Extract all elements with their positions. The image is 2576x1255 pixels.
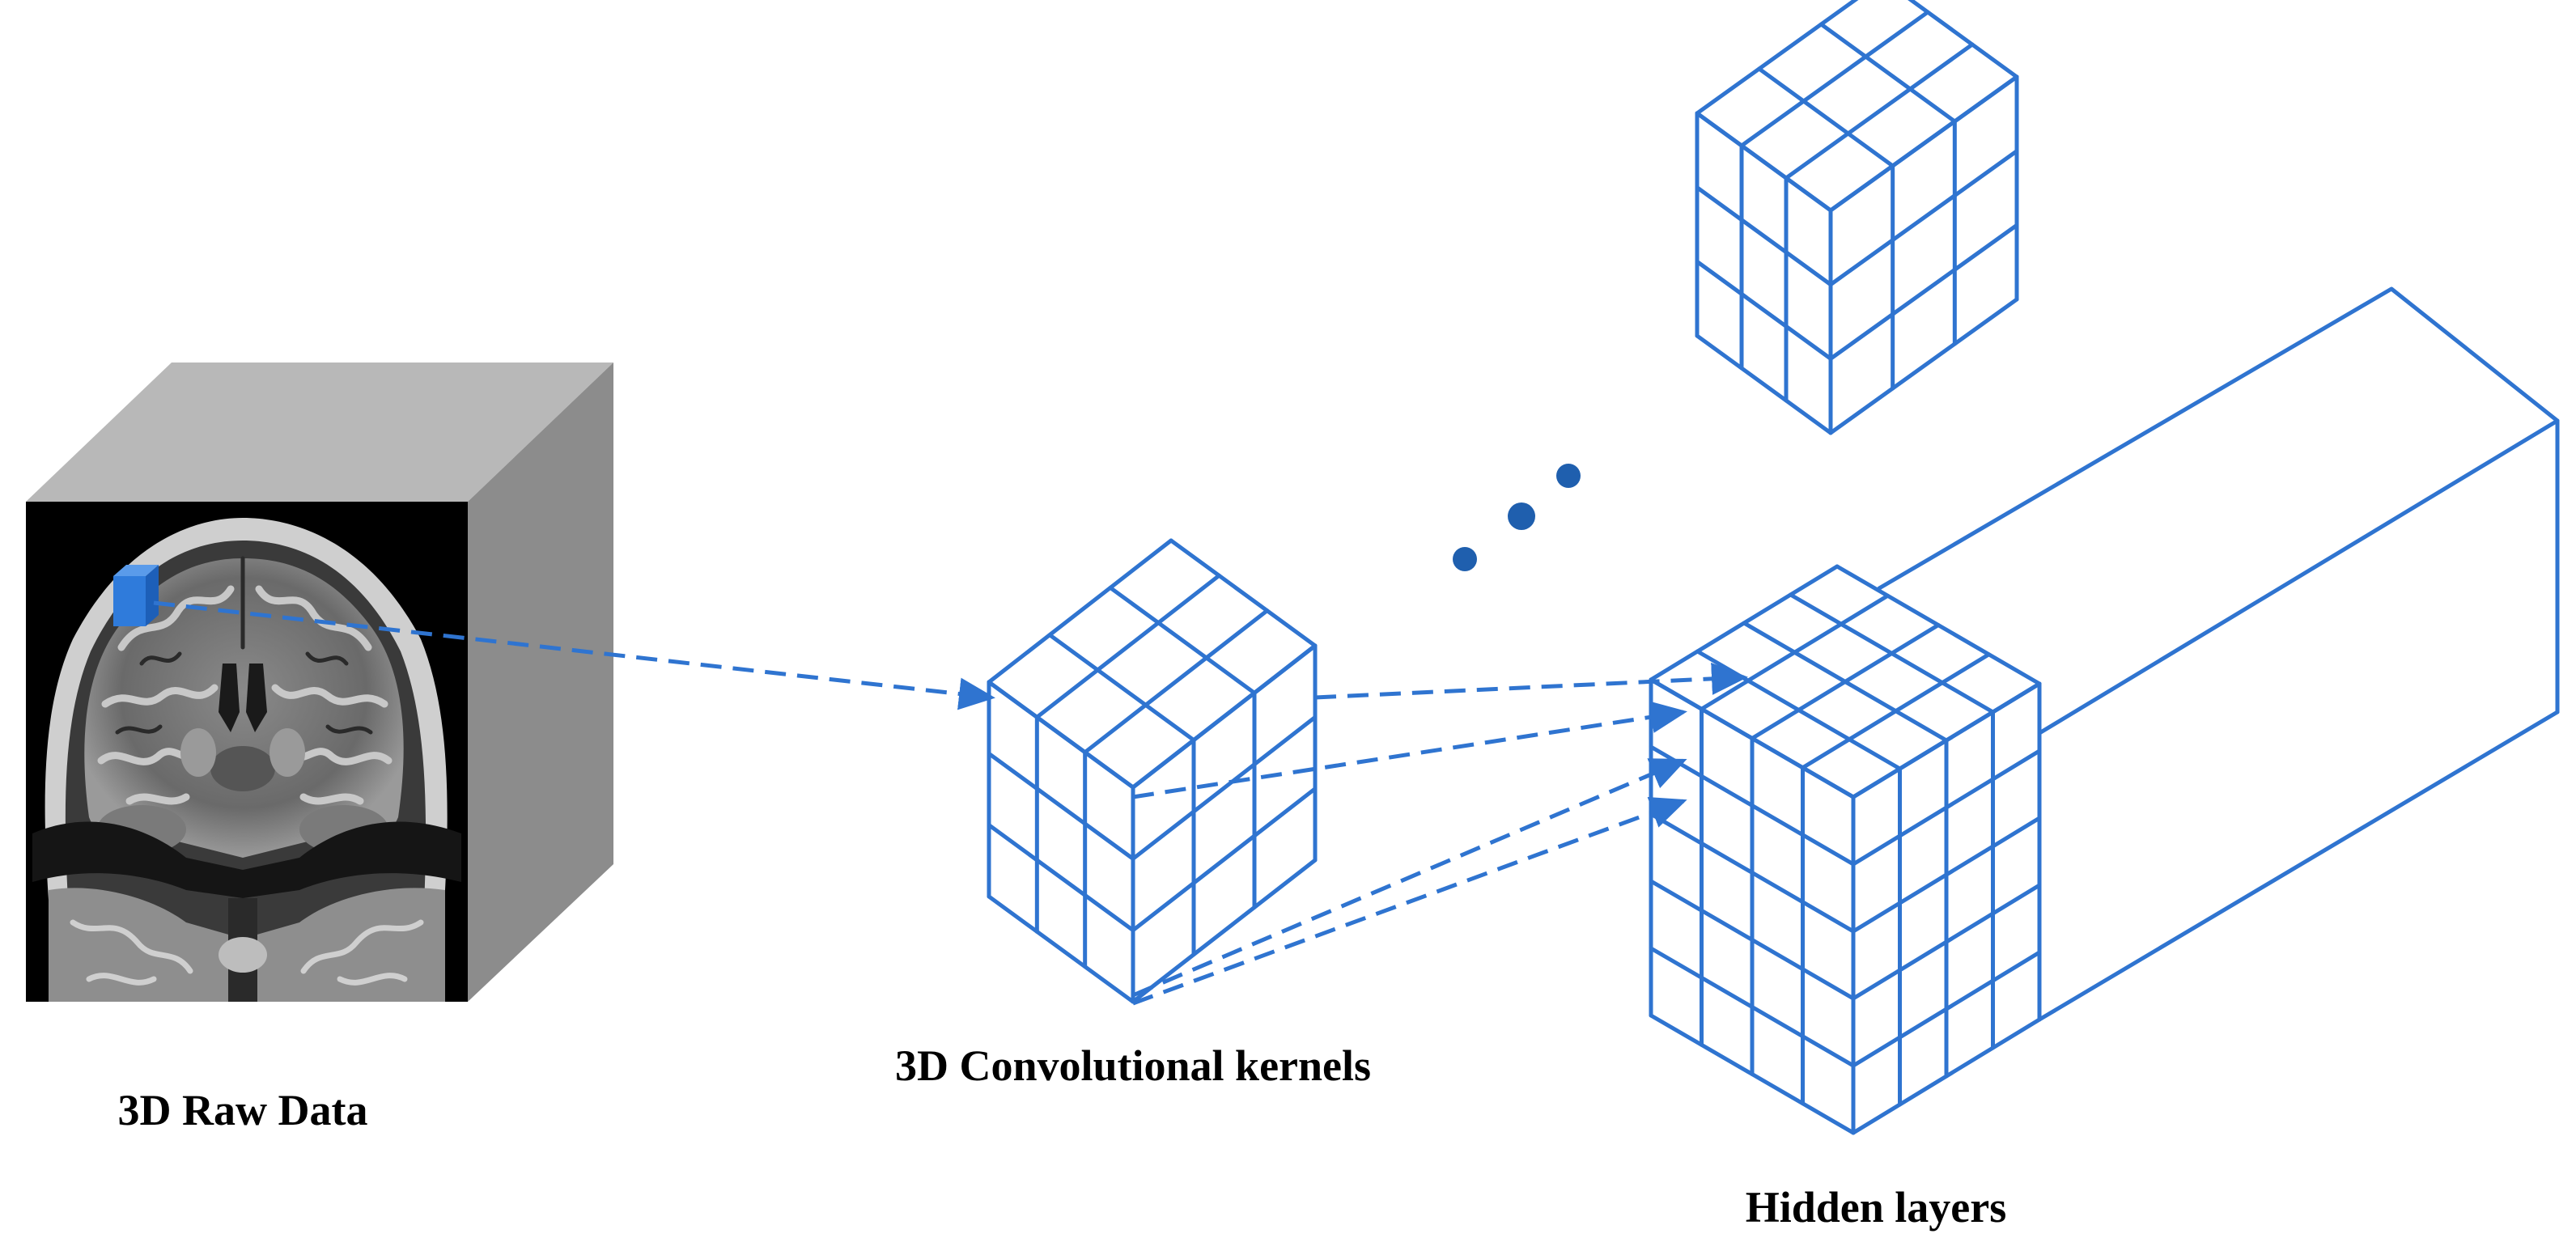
- mri-coronal-slice-icon: [32, 518, 461, 1002]
- grid-line: [987, 680, 1135, 790]
- grid-line: [1851, 950, 2042, 1068]
- grid-line: [987, 823, 1135, 933]
- grid-line: [1851, 883, 2042, 1001]
- grid-line: [1649, 879, 1856, 1001]
- arrow-voxel-to-kernel: [153, 600, 995, 710]
- raw-data-volume: [26, 363, 613, 1002]
- grid-line: [1131, 643, 1318, 790]
- grid-line: [1835, 564, 2042, 686]
- grid-line: [1649, 812, 1856, 934]
- hidden-layers-label: Hidden layers: [1746, 1183, 2007, 1232]
- grid-line: [1169, 538, 1318, 648]
- arrow-kernel-to-hidden-1: [1314, 662, 1748, 700]
- kernels-label: 3D Convolutional kernels: [895, 1041, 1371, 1090]
- arrow-kernel-to-hidden-2: [1132, 701, 1687, 799]
- grid-line: [987, 894, 1135, 1004]
- grid-line: [1695, 0, 1859, 116]
- grid-line: [1695, 333, 1833, 435]
- grid-line: [1828, 149, 2019, 287]
- grid-line: [1695, 185, 1833, 287]
- raw-data-box-top: [26, 363, 613, 502]
- grid-line: [1828, 74, 2019, 213]
- grid-line: [1649, 1013, 1856, 1135]
- grid-line: [1851, 1017, 2042, 1135]
- grid-line: [1851, 816, 2042, 934]
- hidden-layer-cube: [1649, 564, 2042, 1135]
- grid-line: [1851, 748, 2042, 867]
- grid-line: [1695, 649, 1902, 771]
- grid-line: [1131, 858, 1318, 1004]
- grid-line: [1828, 297, 2019, 435]
- arrow-kernel-to-hidden-3: [1132, 758, 1687, 998]
- grid-line: [1695, 111, 1833, 213]
- raw-data-box-side: [468, 363, 613, 1002]
- grid-line: [1131, 714, 1318, 861]
- kernel-cube-top: [1695, 0, 2019, 435]
- grid-line: [1739, 10, 1930, 148]
- arrows: [153, 600, 1748, 1006]
- grid-line: [1828, 223, 2019, 361]
- arrow-kernel-to-hidden-4: [1132, 797, 1687, 1006]
- grid-line: [1784, 42, 1975, 180]
- grid-line: [1649, 677, 1856, 799]
- grid-line: [987, 751, 1135, 861]
- grid-line: [1083, 608, 1270, 755]
- grid-line: [1695, 259, 1833, 361]
- grid-line: [1108, 585, 1257, 695]
- raw-data-label: 3D Raw Data: [118, 1086, 368, 1134]
- grid-line: [1131, 786, 1318, 933]
- grid-line: [1789, 592, 1995, 714]
- grid-line: [1818, 22, 1957, 124]
- grid-line: [987, 538, 1173, 685]
- grid-line: [1047, 633, 1196, 743]
- voxel-cube: [113, 565, 159, 626]
- hidden-layer-prism: [1877, 286, 2560, 1022]
- grid-line: [1034, 573, 1221, 719]
- grid-line: [1908, 0, 2019, 79]
- grid-line: [1757, 66, 1895, 168]
- kernel-cube-small: [987, 538, 1318, 1004]
- grid-line: [1649, 744, 1856, 867]
- three-dots-ellipsis-icon: [1453, 464, 1581, 571]
- grid-line: [1649, 946, 1856, 1068]
- grid-line: [1742, 621, 1949, 743]
